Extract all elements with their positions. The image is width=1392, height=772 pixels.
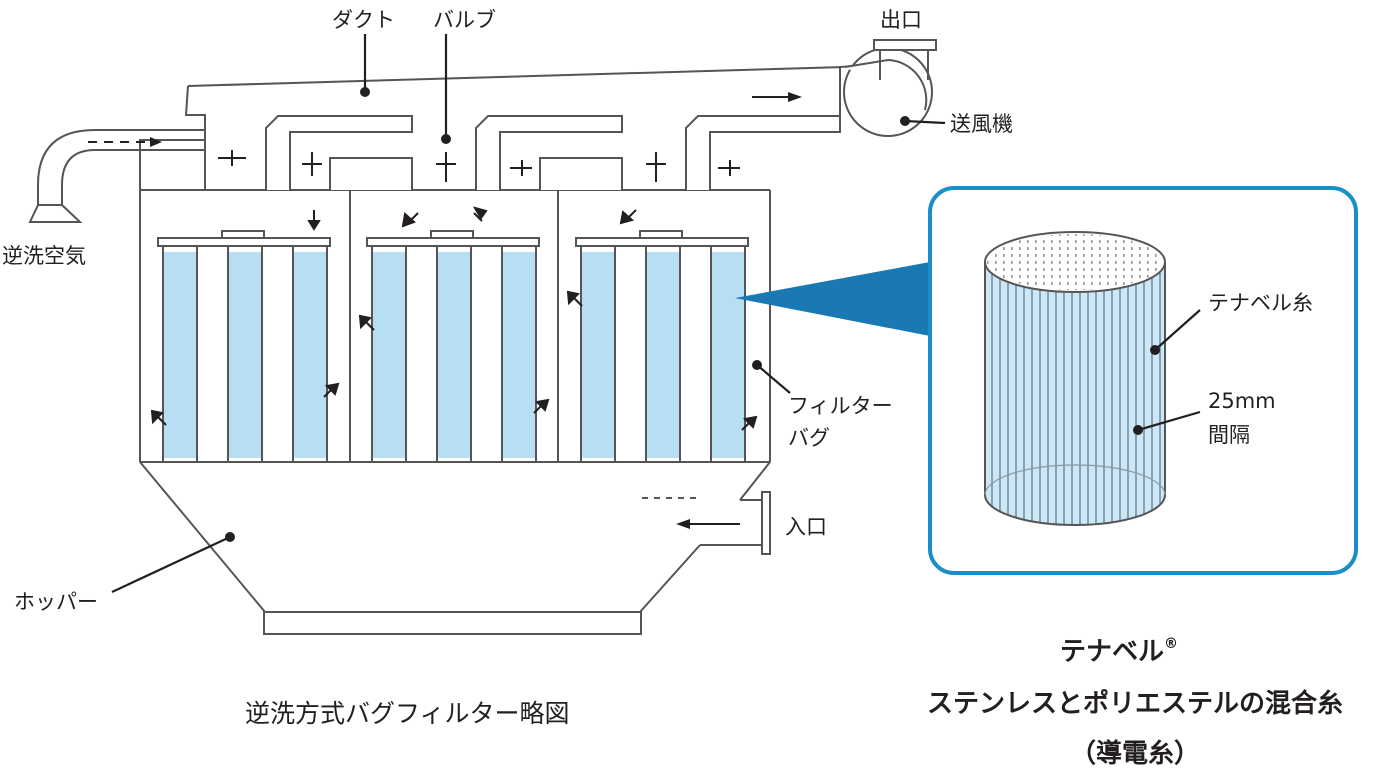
hopper-label: ホッパー	[14, 590, 98, 614]
flow-arrows	[88, 92, 802, 529]
tenabel-yarn-label: テナベル糸	[1208, 291, 1313, 315]
filter-bag	[711, 252, 745, 458]
filter-bag	[581, 252, 615, 458]
top-duct	[139, 66, 846, 462]
filter-bag	[228, 252, 262, 458]
product-name: テナベル®	[1060, 636, 1178, 667]
spacing-label: 間隔	[1208, 423, 1250, 447]
duct-label: ダクト	[332, 8, 395, 32]
outlet-label: 出口	[880, 8, 922, 32]
valve-label: バルブ	[433, 8, 496, 32]
filter-bag-label-2: バグ	[788, 426, 830, 450]
hopper-body	[139, 461, 771, 635]
leader-lines	[111, 34, 946, 593]
inlet-label: 入口	[785, 515, 827, 539]
filter-bag-label-1: フィルター	[788, 394, 893, 418]
filter-bag	[437, 252, 471, 458]
filter-bag	[502, 252, 536, 458]
registered-mark: ®	[1164, 636, 1178, 652]
product-description: ステンレスとポリエステルの混合糸	[927, 688, 1343, 719]
spacing-value-label: 25mm	[1208, 389, 1276, 413]
filter-bag	[293, 252, 327, 458]
filter-bag	[372, 252, 406, 458]
backwash-air-label: 逆洗空気	[2, 244, 86, 268]
blower	[839, 39, 937, 137]
filter-bag	[646, 252, 680, 458]
blower-label: 送風機	[950, 112, 1013, 136]
callout-triangle	[735, 262, 930, 336]
product-note: （導電糸）	[1070, 738, 1200, 769]
backwash-pipe	[28, 129, 205, 223]
filter-bag	[163, 252, 197, 458]
filter-bags	[157, 230, 749, 462]
diagram-title: 逆洗方式バグフィルター略図	[245, 699, 570, 728]
detail-panel	[928, 186, 1358, 575]
